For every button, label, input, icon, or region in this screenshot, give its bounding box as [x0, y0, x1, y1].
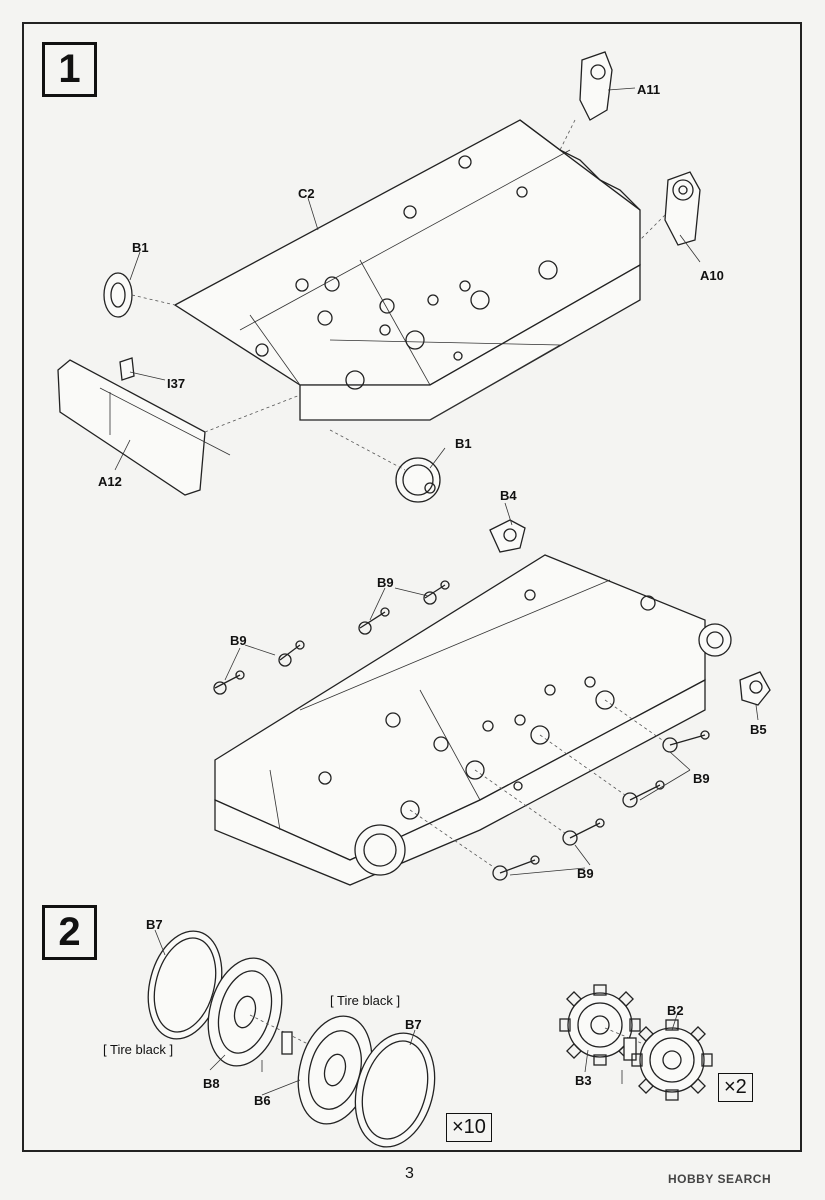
part-label-b7-right: B7 [405, 1017, 422, 1032]
quantity-badge-road-wheels: ×10 [446, 1113, 492, 1142]
part-label-b6: B6 [254, 1093, 271, 1108]
part-label-b4: B4 [500, 488, 517, 503]
step-number-2: 2 [42, 905, 97, 960]
part-label-b3: B3 [575, 1073, 592, 1088]
sprocket-illustration [559, 984, 713, 1101]
paint-note-tire-black-left: [ Tire black ] [103, 1042, 174, 1057]
part-label-b7-top: B7 [146, 917, 163, 932]
part-label-b9-3: B9 [693, 771, 710, 786]
page-number: 3 [405, 1165, 414, 1182]
part-label-b8: B8 [203, 1076, 220, 1091]
part-label-b2: B2 [667, 1003, 684, 1018]
part-label-a11: A11 [637, 82, 661, 97]
leader-lines [114, 87, 759, 1096]
paint-note-tire-black-right: [ Tire black ] [330, 993, 401, 1008]
part-label-b9-2: B9 [230, 633, 247, 648]
road-wheel-illustration [147, 930, 436, 1148]
upper-hull-illustration [57, 51, 701, 503]
part-label-b9-1: B9 [377, 575, 394, 590]
part-label-b1-bottom: B1 [455, 436, 472, 451]
part-label-a10: A10 [700, 268, 724, 283]
part-label-c2: C2 [298, 186, 315, 201]
part-label-b1-left: B1 [132, 240, 149, 255]
watermark: HOBBY SEARCH [668, 1172, 772, 1186]
step-number-1: 1 [42, 42, 97, 97]
part-label-b5: B5 [750, 722, 767, 737]
quantity-badge-sprockets: ×2 [718, 1073, 753, 1102]
part-label-i37: I37 [167, 376, 186, 391]
part-label-b9-4: B9 [577, 866, 594, 881]
page-frame [22, 22, 802, 1152]
part-label-a12: A12 [98, 474, 122, 489]
lower-hull-illustration [213, 519, 771, 886]
